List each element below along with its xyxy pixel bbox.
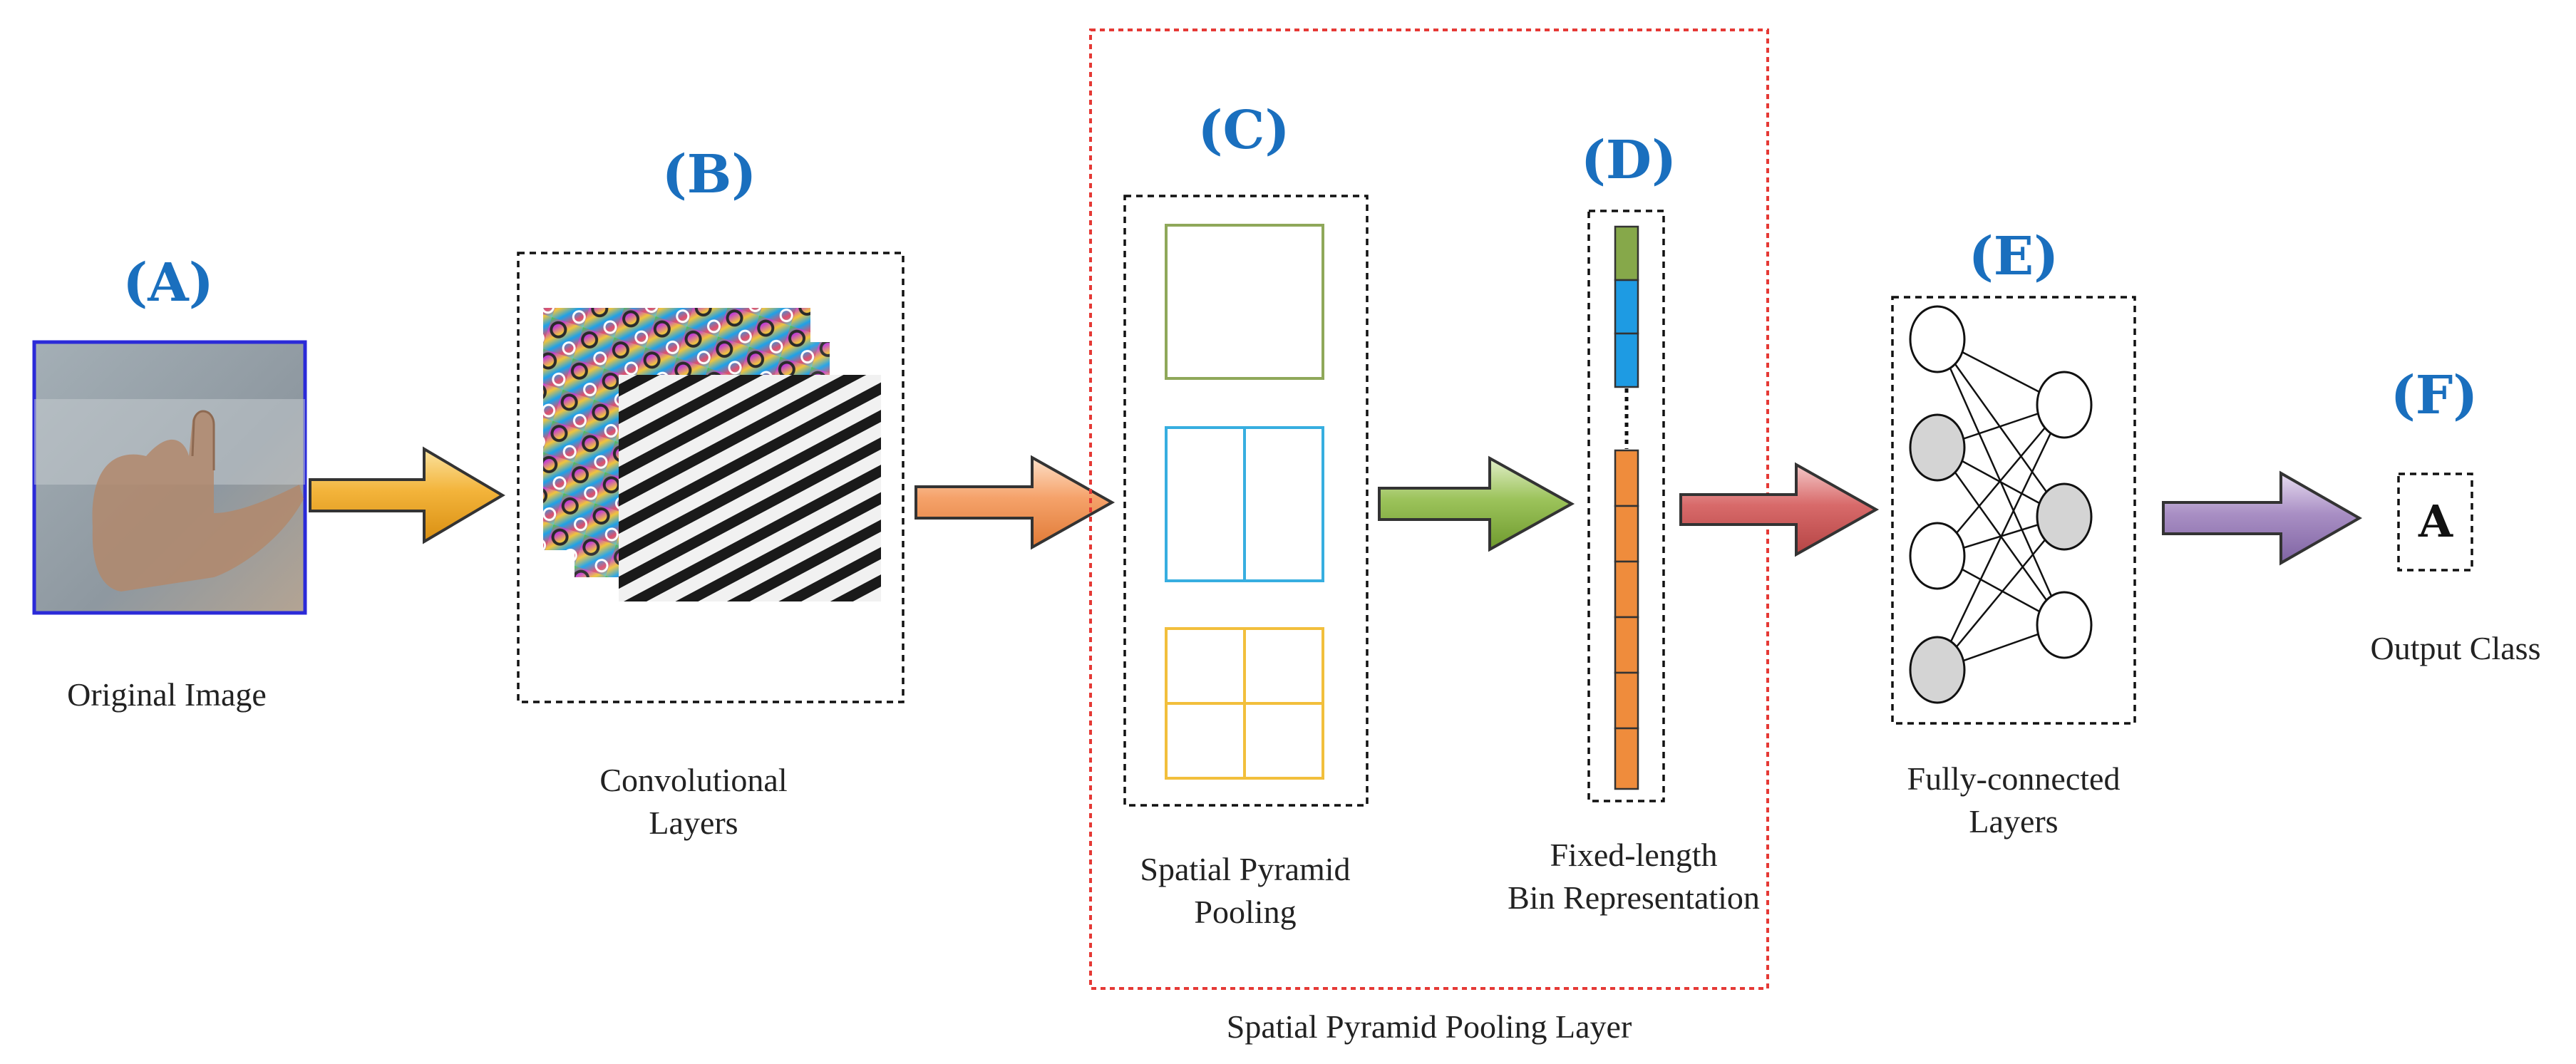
pool-grid-1x1 bbox=[1165, 224, 1324, 380]
stage-a-caption: Original Image bbox=[67, 676, 267, 713]
stage-c-caption-line1: Spatial Pyramid bbox=[1140, 851, 1350, 887]
bin-vector-box bbox=[1587, 210, 1665, 802]
stage-d-caption-line2: Bin Representation bbox=[1508, 879, 1760, 916]
stage-b-caption-line1: Convolutional bbox=[599, 762, 787, 798]
stage-d-letter: (D) bbox=[1581, 130, 1676, 191]
feature-map-stack bbox=[543, 308, 881, 601]
pool-grid-2x2 bbox=[1165, 426, 1324, 582]
output-class-box bbox=[2397, 472, 2473, 572]
hand-sign-photo bbox=[32, 340, 307, 615]
stage-f-letter: (F) bbox=[2391, 365, 2478, 426]
stage-a-letter: (A) bbox=[123, 252, 213, 314]
flow-arrow-icon bbox=[309, 446, 505, 544]
stage-c-letter: (C) bbox=[1198, 100, 1290, 161]
stage-b-letter: (B) bbox=[662, 144, 757, 205]
stage-b-caption-line2: Layers bbox=[649, 805, 738, 841]
stage-e-letter: (E) bbox=[1969, 226, 2059, 287]
flow-arrow-icon bbox=[915, 455, 1116, 550]
pool-grid-3x3 bbox=[1165, 627, 1324, 780]
fc-network bbox=[1909, 305, 2093, 704]
bin-vector bbox=[1614, 225, 1639, 790]
stage-e-caption-line2: Layers bbox=[1969, 803, 2058, 840]
spp-layer-caption: Spatial Pyramid Pooling Layer bbox=[1227, 1008, 1632, 1045]
conv-layers-box bbox=[517, 252, 905, 703]
stage-e-caption-line1: Fully-connected bbox=[1907, 760, 2121, 797]
stage-f-caption: Output Class bbox=[2371, 630, 2541, 666]
fc-layers-box bbox=[1891, 296, 2136, 725]
output-class-value: A bbox=[2418, 495, 2453, 547]
flow-arrow-icon bbox=[1679, 462, 1880, 557]
spp-layer-box bbox=[1089, 29, 1769, 990]
stage-c-caption-line2: Pooling bbox=[1194, 894, 1296, 930]
stage-d-caption-line1: Fixed-length bbox=[1550, 837, 1717, 873]
flow-arrow-icon bbox=[1378, 455, 1575, 552]
flow-arrow-icon bbox=[2162, 470, 2363, 566]
spp-bins-box bbox=[1123, 195, 1369, 807]
